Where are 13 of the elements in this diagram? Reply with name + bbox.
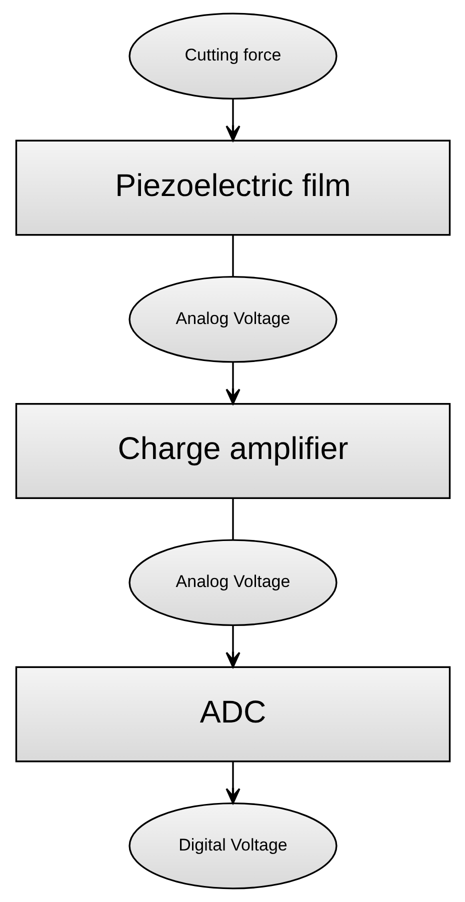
node-box: Charge amplifier (14, 403, 450, 499)
arrow (225, 761, 240, 804)
node-box: ADC (14, 666, 450, 762)
arrow (225, 98, 240, 142)
node-ellipse: Analog Voltage (128, 276, 337, 363)
node-ellipse: Analog Voltage (128, 539, 337, 626)
node-ellipse: Digital Voltage (128, 802, 337, 890)
connector (232, 498, 234, 540)
arrow (225, 362, 240, 405)
node-box: Piezoelectric film (14, 140, 450, 236)
arrow (225, 625, 240, 668)
connector (232, 234, 234, 277)
node-ellipse: Cutting force (128, 12, 337, 100)
